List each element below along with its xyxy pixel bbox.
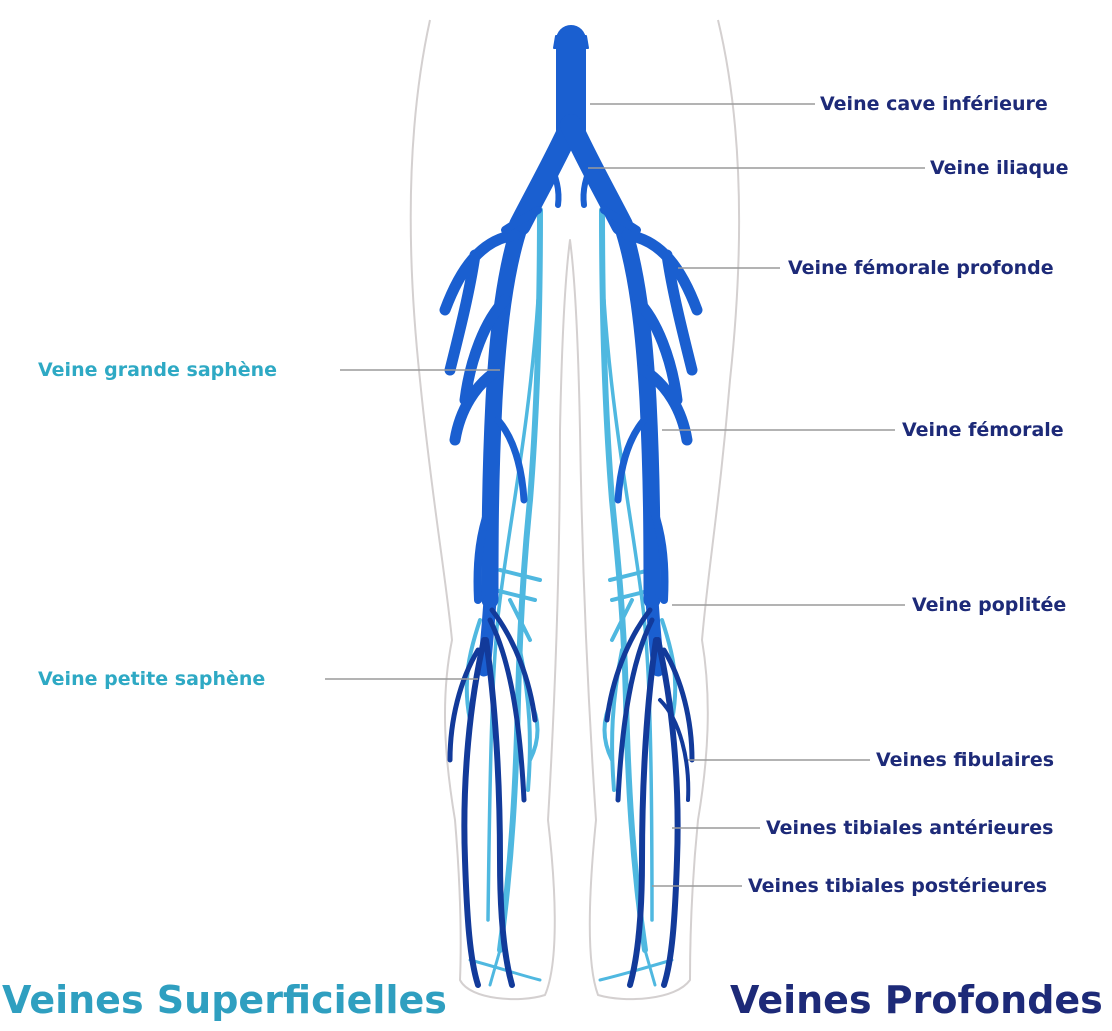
label-veines-tibiales-anterieures: Veines tibiales antérieures (766, 816, 1053, 840)
title-veines-superficielles: Veines Superficielles (2, 976, 447, 1024)
label-veine-iliaque: Veine iliaque (930, 156, 1068, 180)
label-veines-fibulaires: Veines fibulaires (876, 748, 1054, 772)
label-veines-tibiales-posterieures: Veines tibiales postérieures (748, 874, 1047, 898)
label-veine-cave-inferieure: Veine cave inférieure (820, 92, 1048, 116)
leg-outline (411, 20, 739, 999)
label-veine-grande-saphene: Veine grande saphène (38, 358, 277, 382)
label-veine-femorale-profonde: Veine fémorale profonde (788, 256, 1054, 280)
title-veines-profondes: Veines Profondes (730, 976, 1103, 1024)
deep-veins (445, 36, 697, 670)
label-veine-poplitee: Veine poplitée (912, 593, 1066, 617)
label-veine-femorale: Veine fémorale (902, 418, 1064, 442)
label-veine-petite-saphene: Veine petite saphène (38, 667, 265, 691)
